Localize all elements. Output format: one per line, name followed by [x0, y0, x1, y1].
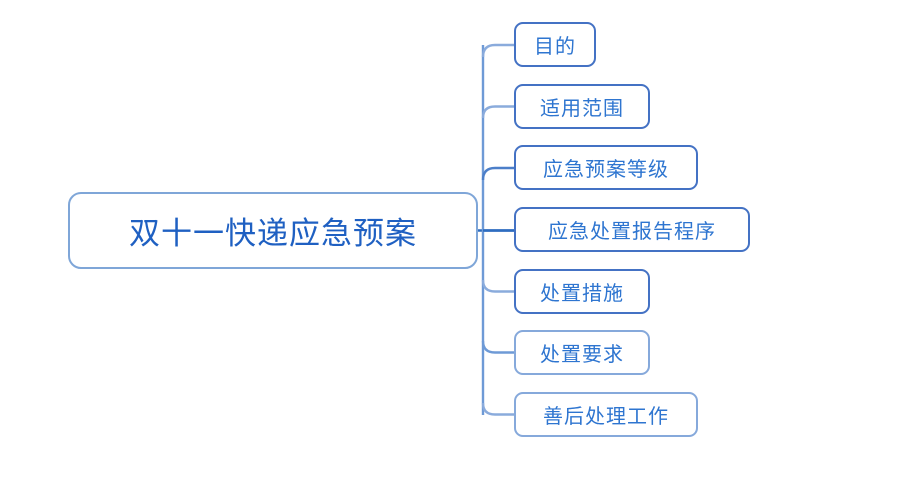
connector-branch-2 [481, 105, 514, 119]
root-node[interactable]: 双十一快递应急预案 [68, 192, 478, 269]
child-node-aftermath-work[interactable]: 善后处理工作 [514, 392, 698, 437]
child-node-report-procedure[interactable]: 应急处置报告程序 [514, 207, 750, 252]
connector-branch-1 [481, 43, 514, 58]
child-node-purpose[interactable]: 目的 [514, 22, 596, 67]
child-node-requirements[interactable]: 处置要求 [514, 330, 650, 375]
connector-branch-7 [481, 402, 514, 416]
connector-branch-5 [481, 279, 514, 293]
child-node-scope[interactable]: 适用范围 [514, 84, 650, 129]
connector-branch-3 [481, 166, 514, 181]
connector-branch-6 [481, 340, 514, 354]
child-node-measures[interactable]: 处置措施 [514, 269, 650, 314]
child-node-plan-levels[interactable]: 应急预案等级 [514, 145, 698, 190]
